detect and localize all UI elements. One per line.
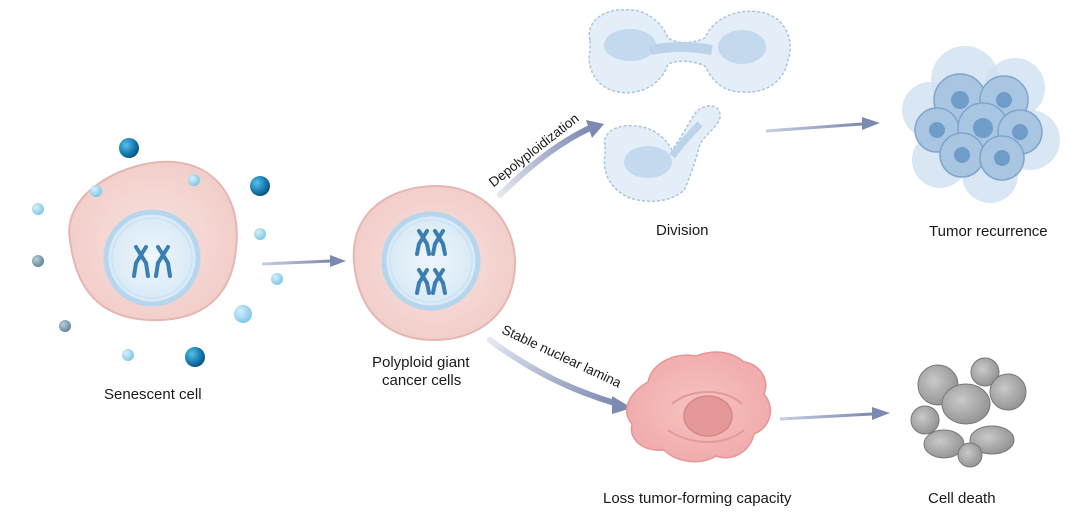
- chromosome-icon: [132, 245, 172, 278]
- polyploid-giant-cancer-cell: [352, 184, 517, 342]
- dividing-cells: [588, 9, 791, 203]
- tumor-cluster: [902, 46, 1060, 203]
- label-senescent-cell: Senescent cell: [104, 386, 202, 403]
- label-cell-death: Cell death: [928, 490, 996, 507]
- chromosome-icon: [415, 229, 447, 295]
- non-tumorigenic-cell: [626, 351, 772, 463]
- apoptotic-bodies: [910, 357, 1027, 468]
- label-pgcc-line2: cancer cells: [382, 372, 462, 389]
- arrow-to-tumor: [765, 117, 880, 133]
- label-tumor-recurrence: Tumor recurrence: [929, 223, 1048, 240]
- arrow-to-cell-death: [779, 407, 890, 421]
- label-division: Division: [656, 222, 709, 239]
- senescent-cell: [68, 160, 238, 322]
- arrow-depolyploidization: [497, 120, 604, 198]
- arrow-to-pgcc: [261, 255, 346, 267]
- label-loss-tumor-forming-capacity: Loss tumor-forming capacity: [603, 490, 792, 507]
- secreted-factors: [32, 138, 283, 367]
- label-pgcc-line1: Polyploid giant: [372, 354, 470, 371]
